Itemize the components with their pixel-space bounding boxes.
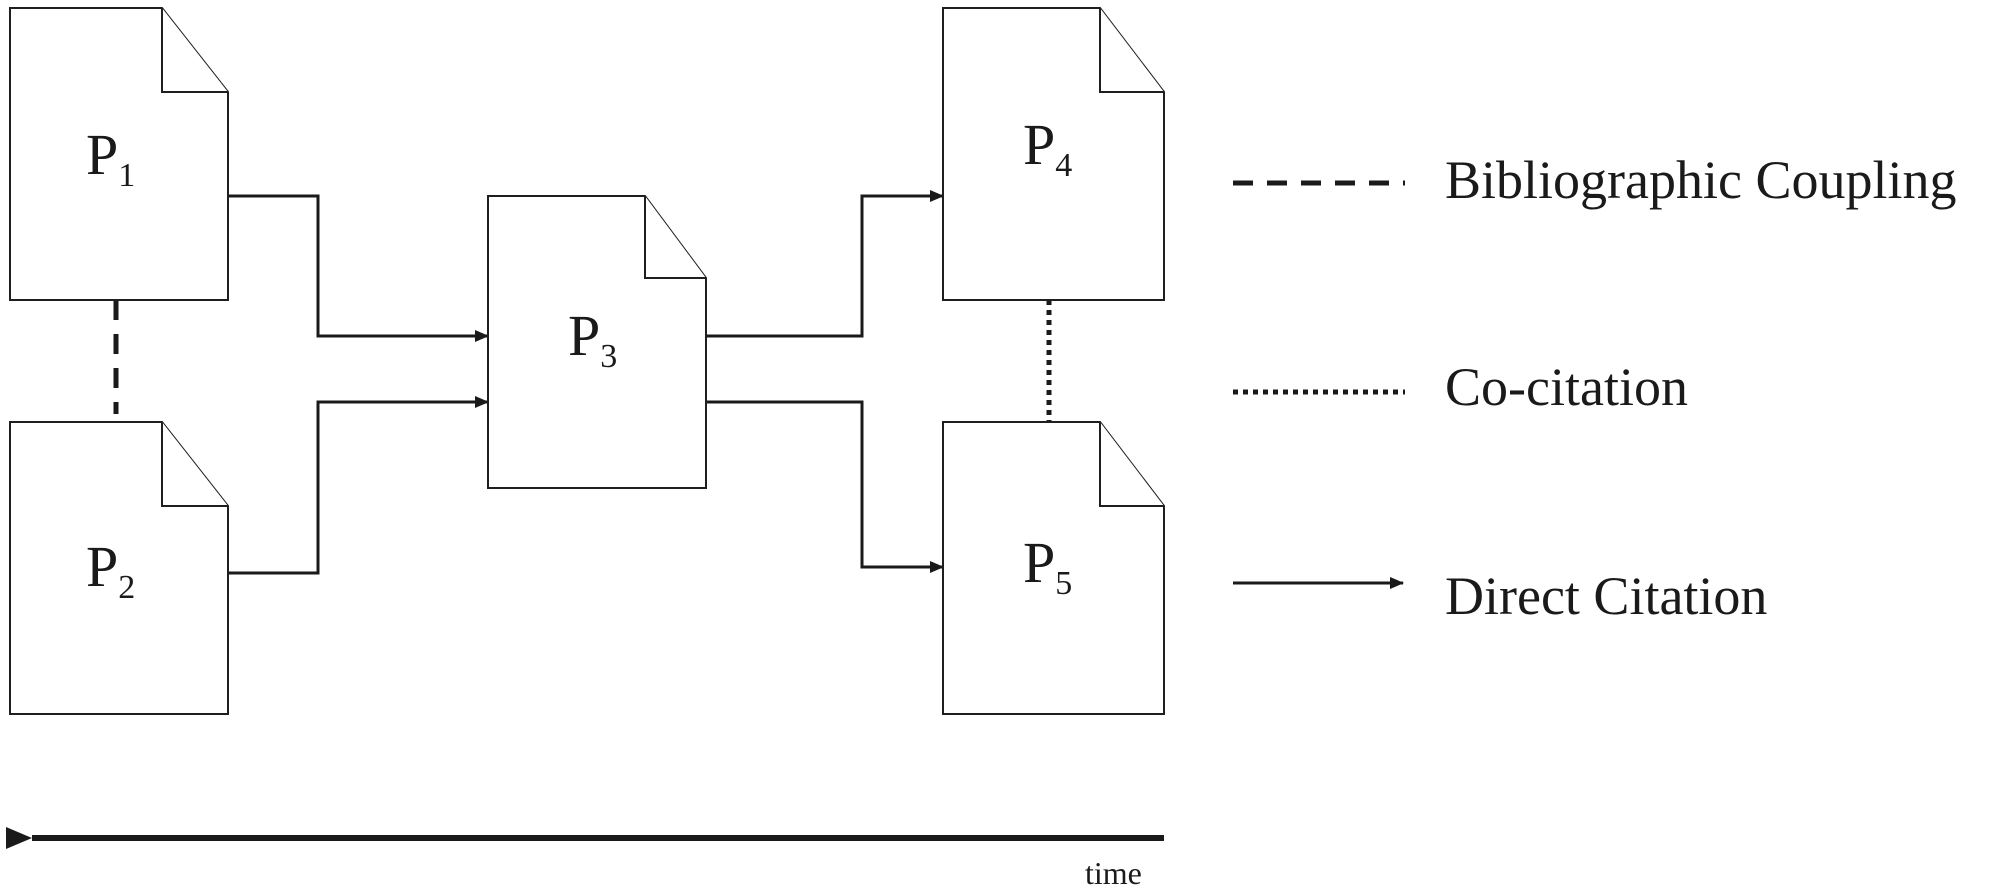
document-subscript: 3 [600, 338, 617, 375]
document-letter: P [568, 303, 600, 368]
document-p2: P2 [9, 421, 229, 715]
legend-cocitation-label: Co-citation [1445, 357, 1688, 417]
document-letter: P [86, 534, 118, 599]
direct-citation-p2-p3 [228, 396, 489, 575]
legend-coupling-label: Bibliographic Coupling [1445, 150, 1956, 210]
document-p3: P3 [487, 195, 707, 489]
direct-citation-p3-p4 [706, 190, 944, 338]
time-axis: time [5, 827, 1164, 891]
svg-text:P2: P2 [86, 534, 135, 606]
svg-text:P5: P5 [1023, 530, 1072, 602]
legend: Bibliographic Coupling Co-citation Direc… [1233, 150, 1956, 626]
time-label: time [1085, 855, 1142, 891]
svg-text:P3: P3 [568, 303, 617, 375]
document-letter: P [1023, 530, 1055, 595]
direct-citation-p3-p5 [706, 400, 944, 573]
legend-direct-label: Direct Citation [1445, 566, 1767, 626]
document-subscript: 2 [118, 569, 135, 606]
document-p1: P1 [9, 7, 229, 301]
document-subscript: 1 [118, 157, 135, 194]
document-letter: P [86, 122, 118, 187]
document-p4: P4 [942, 7, 1165, 301]
document-p5: P5 [942, 421, 1165, 715]
direct-citation-p1-p3 [228, 194, 489, 342]
document-letter: P [1023, 112, 1055, 177]
connectors [113, 190, 1052, 575]
svg-text:P4: P4 [1023, 112, 1072, 184]
document-subscript: 5 [1055, 565, 1072, 602]
document-subscript: 4 [1055, 147, 1072, 184]
svg-text:P1: P1 [86, 122, 135, 194]
